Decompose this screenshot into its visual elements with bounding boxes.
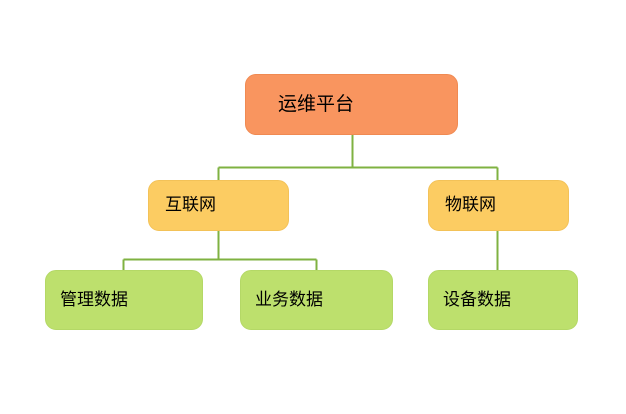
node-root-ops-platform[interactable]: 运维平台 (245, 74, 458, 135)
node-root-label: 运维平台 (278, 93, 355, 116)
node-device-data-label: 设备数据 (443, 289, 511, 310)
node-device-data[interactable]: 设备数据 (428, 270, 578, 330)
node-management-data-label: 管理数据 (60, 289, 128, 310)
node-iot[interactable]: 物联网 (428, 180, 569, 231)
node-iot-label: 物联网 (445, 195, 496, 216)
node-business-data[interactable]: 业务数据 (240, 270, 393, 330)
node-internet[interactable]: 互联网 (148, 180, 289, 231)
node-business-data-label: 业务数据 (255, 289, 323, 310)
node-management-data[interactable]: 管理数据 (45, 270, 203, 330)
node-internet-label: 互联网 (165, 195, 216, 216)
